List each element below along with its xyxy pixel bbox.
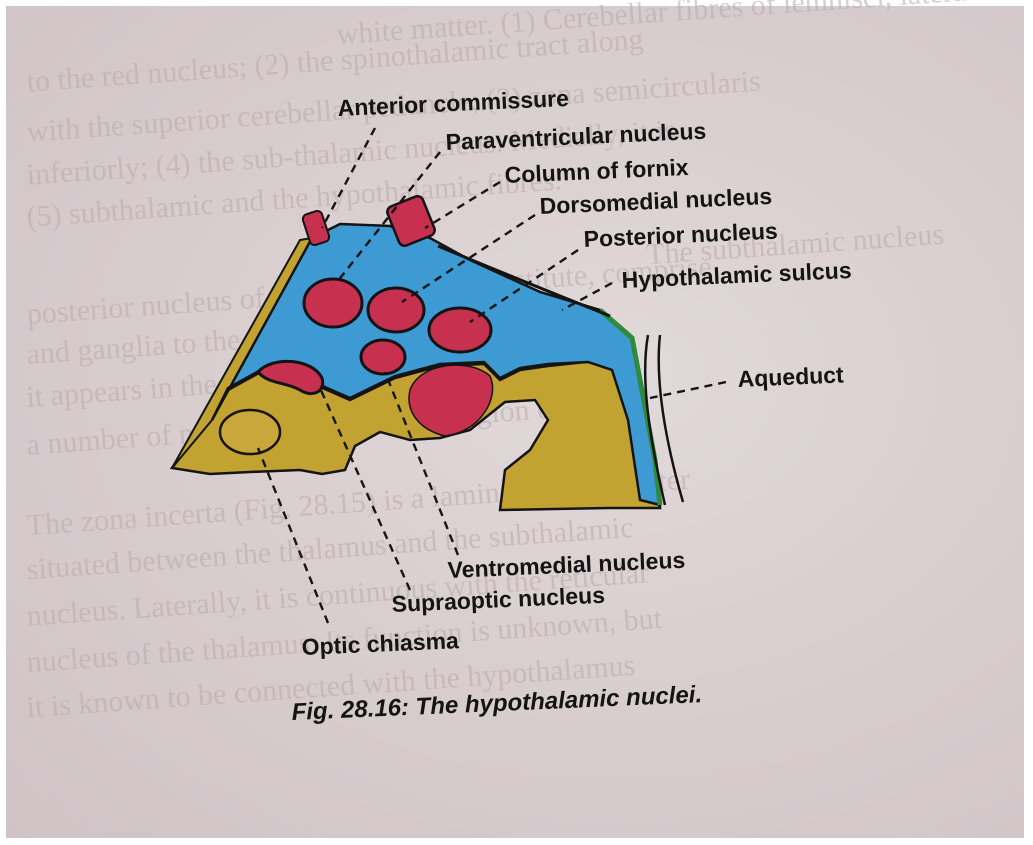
figure-caption: Fig. 28.16: The hypothalamic nuclei. — [291, 681, 703, 726]
label-column-of-fornix: Column of fornix — [504, 154, 689, 188]
ventromedial-nucleus-shape — [361, 340, 405, 374]
label-posterior-nucleus: Posterior nucleus — [583, 218, 778, 252]
label-anterior-commissure: Anterior commissure — [337, 85, 569, 121]
label-dorsomedial-nucleus: Dorsomedial nucleus — [539, 183, 773, 219]
mammillary-region — [409, 365, 493, 436]
paraventricular-nucleus-shape — [304, 279, 362, 327]
label-aqueduct: Aqueduct — [737, 361, 844, 392]
dorsomedial-nucleus-shape — [368, 288, 424, 332]
optic-chiasma-shape — [220, 410, 280, 454]
label-hypothalamic-sulcus: Hypothalamic sulcus — [621, 257, 852, 293]
leader-anterior-commissure — [322, 128, 375, 228]
label-optic-chiasma: Optic chiasma — [301, 627, 459, 660]
label-paraventricular-nucleus: Paraventricular nucleus — [445, 118, 707, 155]
leader-column-of-fornix — [425, 182, 500, 228]
label-ventromedial-nucleus: Ventromedial nucleus — [447, 547, 686, 583]
label-supraoptic-nucleus: Supraoptic nucleus — [391, 582, 605, 617]
